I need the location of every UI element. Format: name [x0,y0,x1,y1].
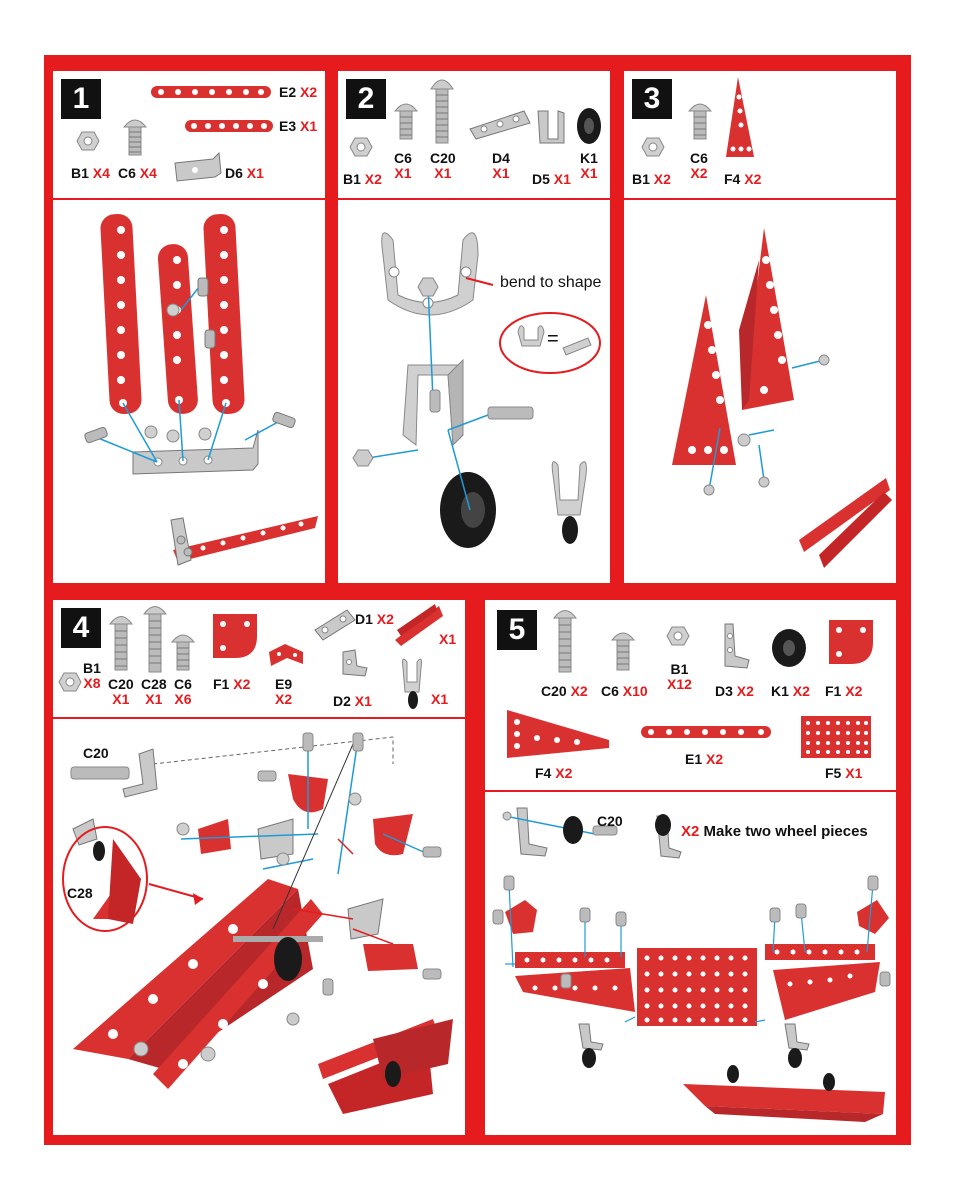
bracket-e9-icon [269,644,303,666]
nut-b1-icon [349,137,373,157]
part-label-d1: D1 X2 [355,611,394,627]
screw-c28-icon [143,606,167,673]
screw-c6-icon [122,119,148,156]
plate-d1-icon [314,609,356,641]
part-label-f1: F1 X2 [825,683,863,699]
part-label-c6: C6 X4 [118,165,157,181]
part-label-e2: E2 X2 [279,84,318,100]
subassembly-step3-icon [395,604,443,646]
c28-callout-label: C28 [67,885,93,901]
step-1-assembly-diagram [84,214,318,566]
c20-callout-label: C20 [597,813,623,829]
plate-d4-icon [469,110,531,140]
part-label-b1: B1 X2 [343,171,382,187]
step-1-panel: 1 E2 X2 E3 X1 B1 X4 C6 X4 D6 X1 [53,71,325,583]
nut-b1-icon [58,672,82,692]
part-label-d6: D6 X1 [225,165,264,181]
part-label-k1: K1 X2 [771,683,810,699]
plate-f1-icon [829,620,873,664]
step-number: 2 [346,79,386,119]
screw-c6-icon [170,634,196,671]
strip-e3-part [185,120,273,132]
triangle-plate-f4-icon [507,710,609,758]
part-label-f1: F1 X2 [213,676,251,692]
step-4-assembly-diagram [62,732,453,1114]
equals-sign: = [547,328,559,350]
screw-c6-icon [687,103,713,140]
strip-e1-part [641,726,771,738]
step-3-assembly-diagram [672,228,892,568]
screw-c20-icon [430,79,454,144]
step-number: 1 [61,79,101,119]
step-5-assembly-diagram [492,807,891,1122]
step-1-result-preview [170,516,318,566]
make-two-wheel-pieces-note: X2 Make two wheel pieces [681,823,868,840]
bracket-d6-icon [174,151,222,182]
bracket-d3-icon [724,623,750,669]
step-number: 4 [61,608,101,648]
strip-e2-part [151,86,271,98]
nut-b1-icon [76,131,100,151]
subassembly-step3-qty: X1 [439,631,457,647]
c20-callout-label: C20 [83,745,109,761]
screw-c6-icon [393,103,419,140]
part-label-e1: E1 X2 [685,751,724,767]
part-label-f4: F4 X2 [535,765,573,781]
part-label-d5: D5 X1 [532,171,571,187]
part-label-c6: C6 X10 [601,683,648,699]
flat-plate-f5-icon [801,716,871,758]
instruction-text: Make two wheel pieces [703,823,868,840]
screw-c20-icon [109,616,133,671]
subassembly-step2-icon [402,658,422,709]
part-label-d2: D2 X1 [333,693,372,709]
step-2-assembly-diagram [352,232,601,548]
step-number: 5 [497,610,537,650]
wheel-k1-icon [577,108,601,144]
step-number: 3 [632,79,672,119]
triangle-plate-f4-icon [726,77,754,157]
subassembly-step2-qty: X1 [431,691,449,707]
bracket-d2-icon [342,649,368,677]
part-label-b1: B1 X2 [632,171,671,187]
screw-c20-icon [553,610,577,673]
nut-b1-icon [666,626,690,646]
step-1-parts-list: 1 E2 X2 E3 X1 B1 X4 C6 X4 D6 X1 [53,71,325,200]
part-label-f4: F4 X2 [724,171,762,187]
part-label-b1: B1 X4 [71,165,110,181]
nut-b1-icon [641,137,665,157]
bend-to-shape-note: bend to shape [500,274,602,291]
bracket-d5-icon [537,110,565,144]
part-label-c20: C20 X2 [541,683,588,699]
part-label-f5: F5 X1 [825,765,863,781]
screw-c6-icon [610,632,636,671]
wheel-k1-icon [772,629,806,667]
part-label-e3: E3 X1 [279,118,318,134]
part-label-d3: D3 X2 [715,683,754,699]
plate-f1-icon [213,614,257,658]
